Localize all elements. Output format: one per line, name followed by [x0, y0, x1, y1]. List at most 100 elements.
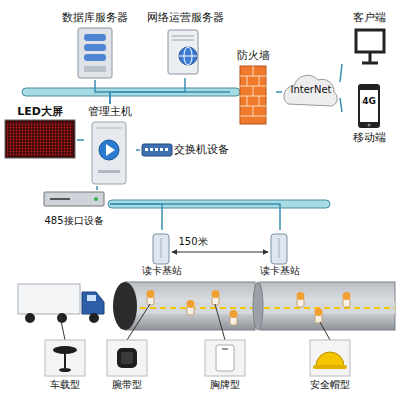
- tunnel-illustration: [260, 282, 395, 330]
- device-node: 网络运营服务器: [140, 12, 230, 78]
- client-monitor-icon: [356, 30, 384, 63]
- network-link: [340, 64, 342, 82]
- web-server-icon: [172, 36, 194, 37]
- network-link: [276, 91, 282, 93]
- network-link: [340, 98, 342, 112]
- card-reader-icon: [161, 238, 162, 258]
- node-label: 安全帽型: [300, 379, 360, 391]
- card-reader-icon: [279, 238, 280, 258]
- worker-figures: [212, 290, 220, 298]
- switch-icon: [142, 144, 172, 156]
- firewall-icon: [240, 66, 266, 124]
- device-node: InterNet: [282, 70, 340, 108]
- wristband-tag-icon: [107, 340, 147, 376]
- worker-figures: [147, 290, 155, 298]
- device-node: LED大屏: [3, 104, 77, 162]
- badge-tag-icon: [205, 340, 245, 376]
- node-label: 车载型: [38, 379, 92, 391]
- network-link: [136, 149, 140, 151]
- database-server-icon: [78, 28, 112, 78]
- leader-lines: [215, 304, 225, 340]
- helmet-tag-icon: [310, 340, 350, 376]
- truck-illustration: [87, 295, 96, 301]
- worker-figures: [147, 290, 351, 325]
- badge-tag-icon: [205, 340, 245, 376]
- helmet-tag-icon: [316, 352, 344, 366]
- network-link: [95, 80, 110, 104]
- distance-label: 150米: [168, 236, 218, 248]
- rs485-device-icon: [44, 192, 104, 206]
- tunnel-illustration: [264, 307, 395, 309]
- worker-figures: [315, 308, 323, 316]
- device-node: 交换机设备: [140, 140, 234, 162]
- wristband-tag-icon: [107, 340, 147, 376]
- host-computer-icon: [106, 144, 115, 156]
- client-monitor-icon: [356, 30, 384, 52]
- wristband-tag-icon: [121, 352, 133, 364]
- worker-figures: [297, 292, 305, 300]
- host-computer-icon: [96, 128, 122, 129]
- node-label: 防火墙: [230, 50, 276, 63]
- device-node: 安全帽型: [300, 338, 360, 396]
- firewall-icon: [259, 76, 260, 86]
- database-server-icon: [84, 44, 106, 51]
- leader-lines: [60, 304, 330, 340]
- node-label: 读卡基站: [254, 265, 306, 277]
- network-link: [110, 204, 280, 230]
- truck-illustration: [25, 313, 35, 323]
- web-server-icon: [168, 30, 198, 74]
- switch-icon: [160, 148, 163, 151]
- database-server-icon: [84, 34, 106, 41]
- network-link: [96, 186, 98, 190]
- vehicle-tag-icon: [45, 340, 85, 376]
- card-reader-icon: [153, 234, 169, 264]
- leader-lines: [60, 316, 65, 340]
- leader-lines: [127, 304, 150, 340]
- firewall-icon: [240, 66, 266, 124]
- node-label: 管理主机: [84, 106, 136, 119]
- rs485-device-icon: [94, 197, 98, 201]
- wristband-tag-icon: [117, 348, 137, 368]
- tunnel-illustration: [113, 282, 137, 330]
- leader-lines: [320, 322, 330, 340]
- truck-illustration: [18, 284, 80, 314]
- host-computer-icon: [92, 122, 126, 184]
- node-label: 数据库服务器: [55, 12, 135, 25]
- badge-tag-icon: [222, 348, 228, 350]
- host-computer-icon: [98, 170, 120, 173]
- mobile-phone-icon: [368, 124, 371, 127]
- device-node: 客户端: [342, 12, 396, 74]
- network-link: [110, 204, 162, 230]
- node-label: 4G: [342, 96, 396, 106]
- helmet-tag-icon: [313, 365, 347, 369]
- distance-dimension: [172, 252, 268, 253]
- device-node: 胸牌型: [198, 338, 252, 396]
- database-server-icon: [84, 54, 106, 61]
- node-label: 腕带型: [100, 379, 154, 391]
- card-reader-icon: [271, 234, 287, 264]
- device-node: 4G移动端: [342, 82, 396, 148]
- node-label: 客户端: [342, 12, 396, 25]
- device-node: 读卡基站: [254, 230, 306, 280]
- worker-figures: [187, 300, 195, 308]
- vehicle-tag-icon: [59, 368, 71, 372]
- device-node: 车载型: [38, 338, 92, 396]
- tunnel-illustration: [253, 282, 263, 330]
- truck-illustration: [82, 292, 104, 314]
- node-label: 网络运营服务器: [140, 12, 230, 25]
- client-monitor-icon: [369, 52, 372, 62]
- database-server-icon: [78, 28, 112, 78]
- client-monitor-icon: [362, 62, 378, 65]
- device-node: 防火墙: [230, 48, 276, 128]
- switch-icon: [165, 148, 168, 151]
- rs485-device-icon: [44, 192, 104, 206]
- host-computer-icon: [99, 140, 119, 160]
- device-node: 管理主机: [84, 104, 136, 186]
- vehicle-tag-icon: [64, 352, 66, 368]
- switch-icon: [155, 148, 158, 151]
- node-label: LED大屏: [3, 106, 77, 119]
